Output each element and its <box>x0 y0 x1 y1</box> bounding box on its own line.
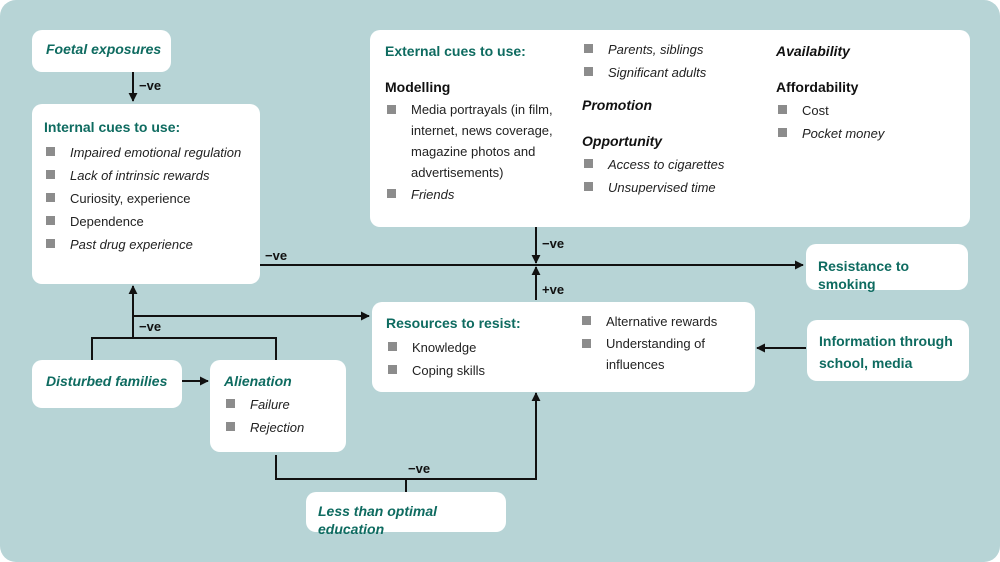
resistance-box: Resistance to smoking <box>806 244 968 292</box>
internal-cues-title: Internal cues to use: <box>44 119 181 135</box>
list-item: Impaired emotional regulation <box>44 141 260 164</box>
line-education-split <box>275 455 407 492</box>
resistance-title: Resistance to smoking <box>818 258 910 292</box>
list-item: Dependence <box>44 210 260 233</box>
list-item: Failure <box>224 393 346 416</box>
disturbed-families-title: Disturbed families <box>46 373 168 389</box>
resources-box: Resources to resist: Knowledge Coping sk… <box>372 302 755 392</box>
list-item: Unsupervised time <box>582 176 752 199</box>
information-title: Information through school, media <box>819 333 953 371</box>
foetal-exposures-box: Foetal exposures <box>32 30 171 72</box>
list-item: Significant adults <box>582 61 752 84</box>
edge-label-internal: −ve <box>265 248 288 263</box>
opportunity-heading: Opportunity <box>582 133 663 149</box>
list-item: Curiosity, experience <box>44 187 260 210</box>
arrow-education-to-resources <box>406 392 541 480</box>
education-box: Less than optimal education <box>306 492 506 537</box>
list-item: Understanding of influences <box>580 333 750 375</box>
alienation-title: Alienation <box>224 373 292 389</box>
information-box: Information through school, media <box>807 320 969 381</box>
affordability-heading: Affordability <box>776 79 859 95</box>
internal-cues-box: Internal cues to use: Impaired emotional… <box>32 104 260 284</box>
promotion-heading: Promotion <box>582 97 652 113</box>
list-item: Media portrayals (in film, internet, new… <box>385 99 565 183</box>
line-families-split <box>91 337 277 360</box>
external-cues-title: External cues to use: <box>385 43 526 59</box>
list-item: Friends <box>385 183 565 206</box>
list-item: Cost <box>776 99 956 122</box>
list-item: Coping skills <box>386 359 566 382</box>
list-item: Lack of intrinsic rewards <box>44 164 260 187</box>
external-cues-box: External cues to use: Modelling Media po… <box>370 30 970 227</box>
alienation-box: Alienation Failure Rejection <box>210 360 346 452</box>
resources-title: Resources to resist: <box>386 315 521 331</box>
list-item: Pocket money <box>776 122 956 145</box>
list-item: Past drug experience <box>44 233 260 256</box>
edge-label-families: −ve <box>139 319 162 334</box>
availability-heading: Availability <box>776 43 850 59</box>
modelling-heading: Modelling <box>385 79 451 95</box>
education-title: Less than optimal education <box>318 503 438 537</box>
edge-label-education: −ve <box>408 461 431 476</box>
edge-label-external: −ve <box>542 236 565 251</box>
list-item: Parents, siblings <box>582 38 752 61</box>
disturbed-families-box: Disturbed families <box>32 360 182 408</box>
list-item: Alternative rewards <box>580 310 750 333</box>
list-item: Rejection <box>224 416 346 439</box>
edge-label-resources: +ve <box>542 282 565 297</box>
list-item: Access to cigarettes <box>582 153 752 176</box>
edge-label-foetal: −ve <box>139 78 162 93</box>
foetal-exposures-title: Foetal exposures <box>46 41 162 57</box>
list-item: Knowledge <box>386 336 566 359</box>
